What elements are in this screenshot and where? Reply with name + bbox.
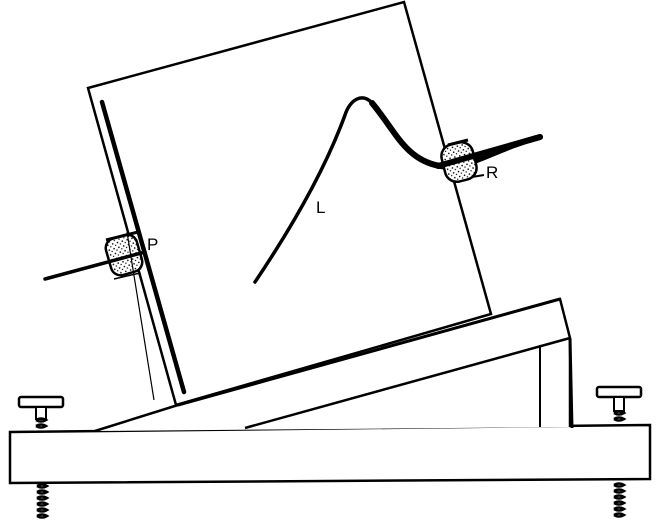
label-p: P xyxy=(147,235,158,254)
label-r: R xyxy=(486,163,498,182)
base-plank xyxy=(8,423,652,485)
clamp-R: R xyxy=(435,134,543,184)
label-l: L xyxy=(316,198,325,217)
leveling-screw-left xyxy=(17,395,65,519)
clamp-P: P xyxy=(43,230,158,401)
inclined-wedge-support xyxy=(94,297,574,433)
straight-wire-edge xyxy=(99,99,187,395)
leveling-screw-right xyxy=(595,385,643,518)
tilted-board xyxy=(86,0,493,407)
